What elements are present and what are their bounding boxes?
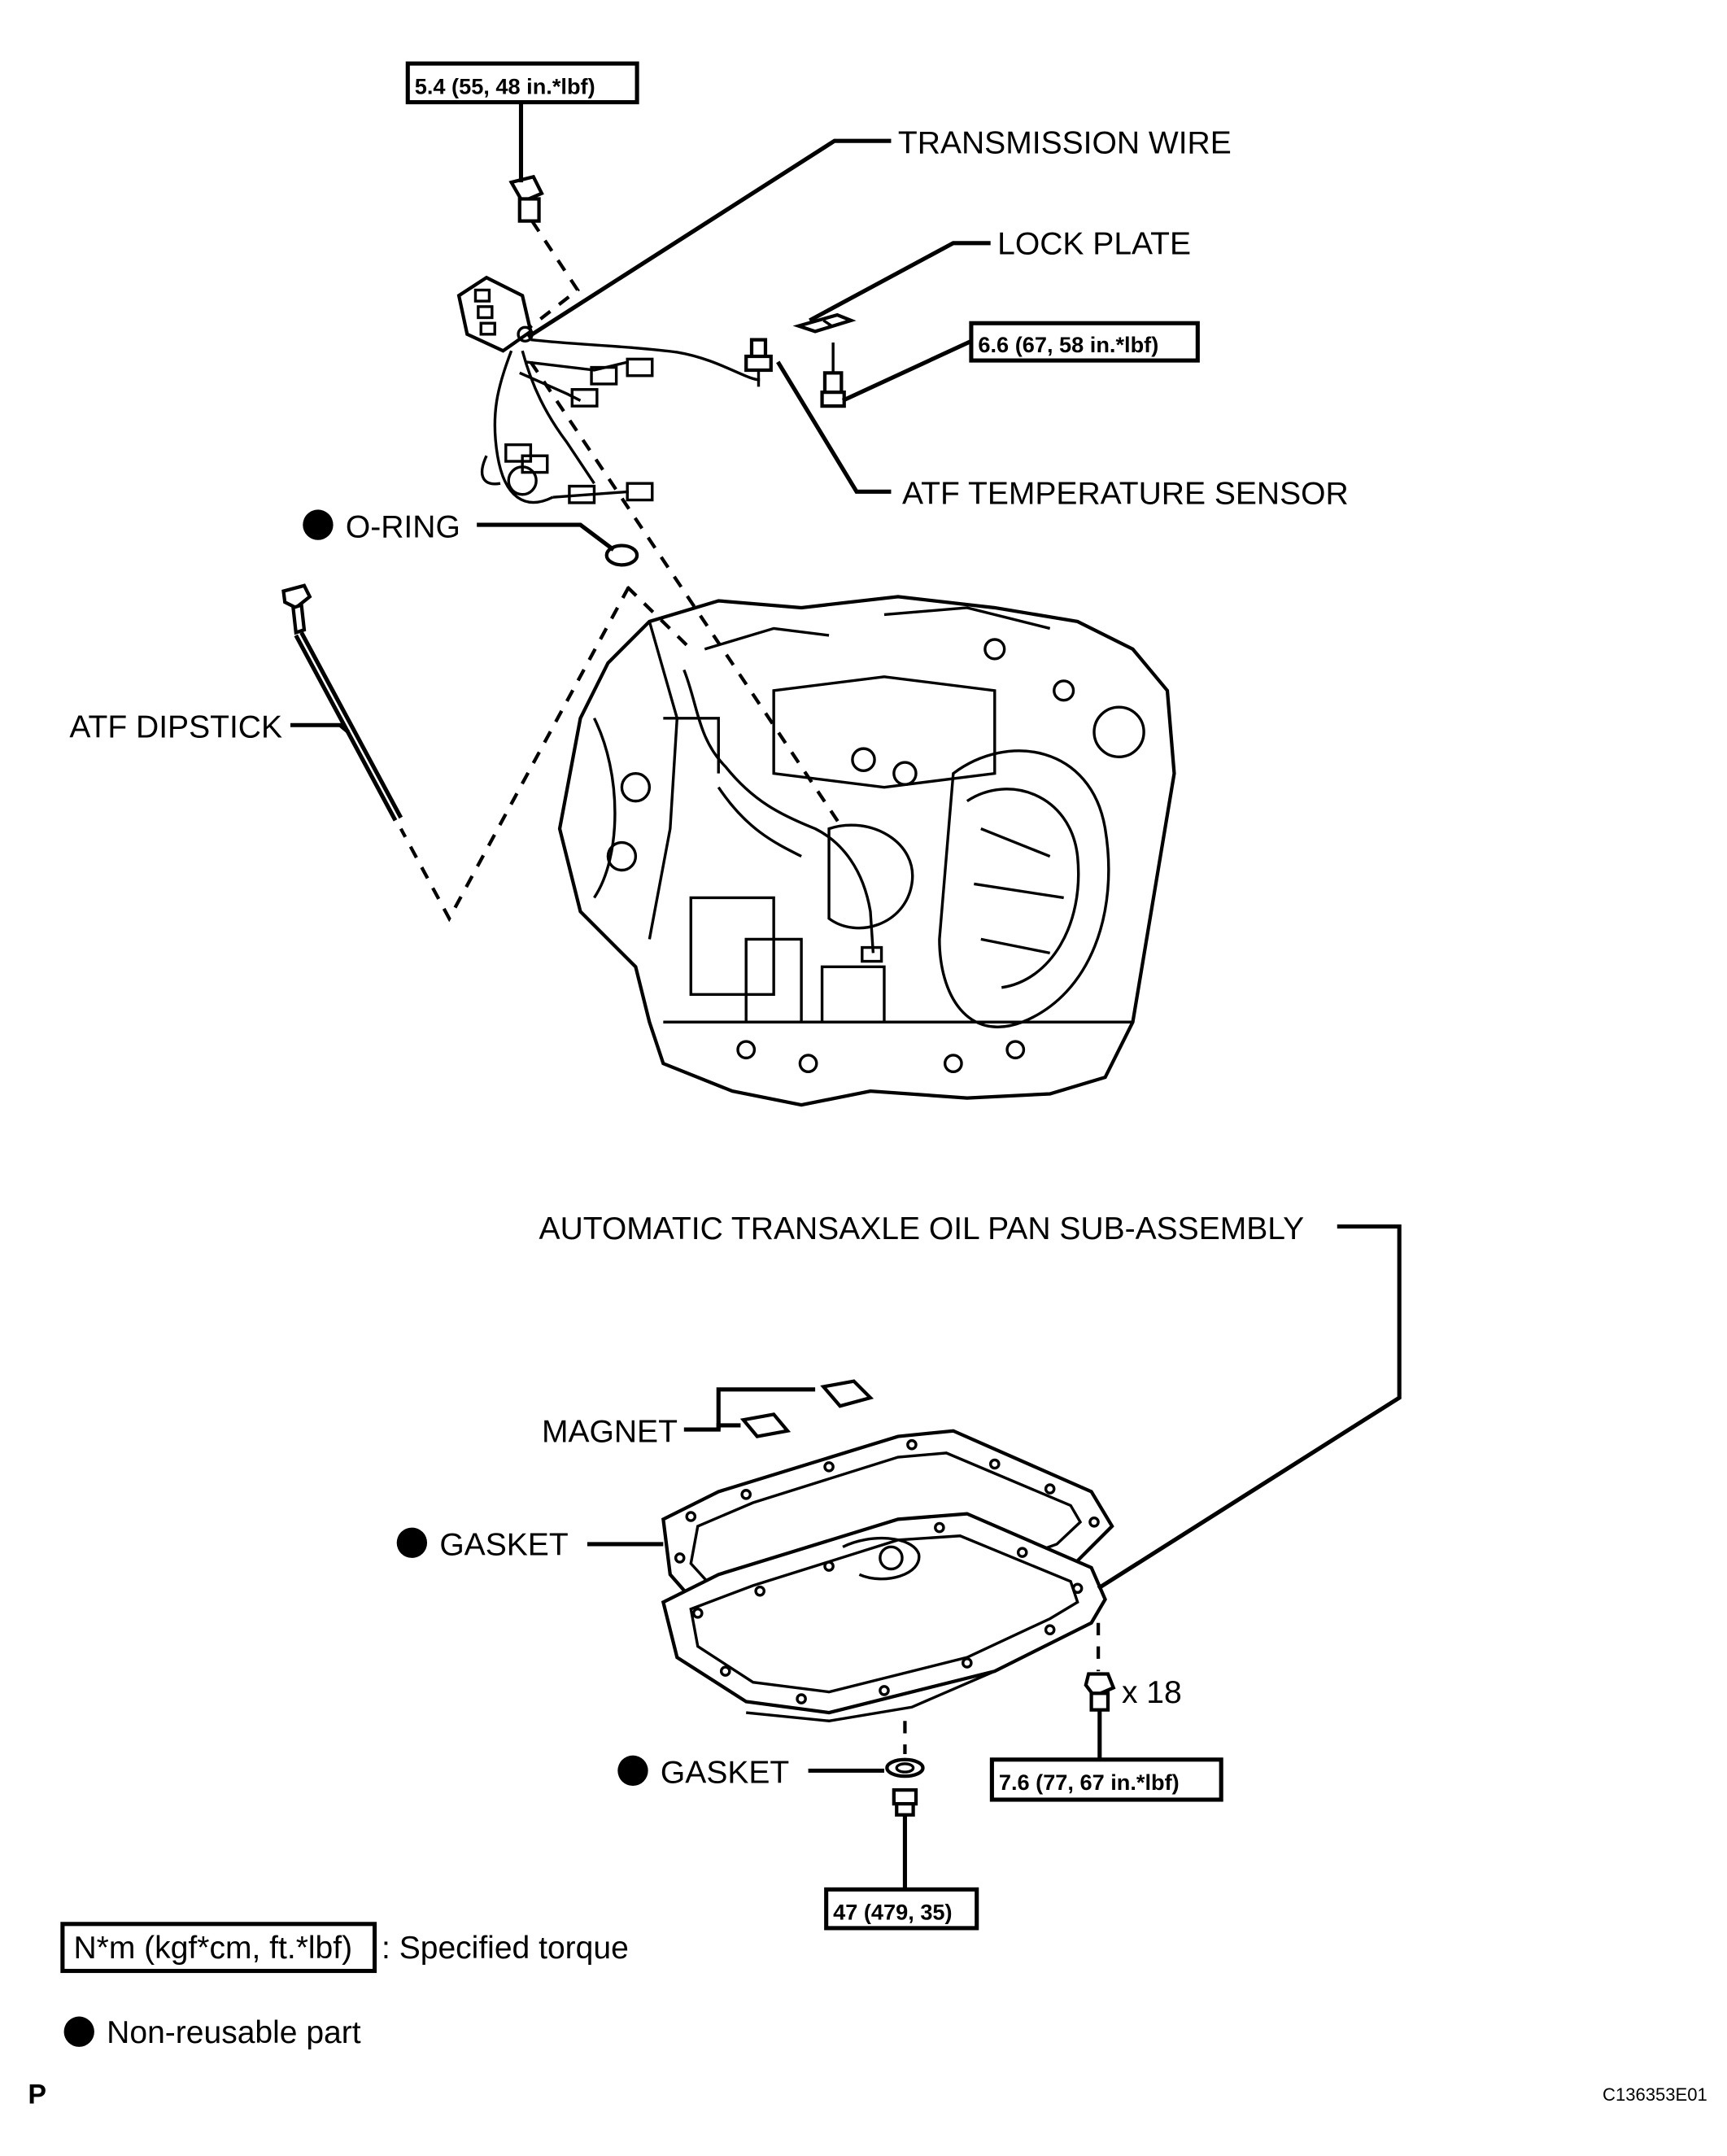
label-gasket-drain: GASKET bbox=[661, 1756, 789, 1791]
legend-torque-desc: : Specified torque bbox=[382, 1931, 629, 1966]
leader-lines bbox=[290, 102, 1402, 1890]
lock-plate-part bbox=[792, 312, 857, 334]
torque-wire-bolt: 5.4 (55, 48 in.*lbf) bbox=[405, 61, 639, 105]
figure-code: C136353E01 bbox=[1603, 2084, 1707, 2105]
pan-bolt bbox=[1084, 1622, 1116, 1712]
label-lock-plate: LOCK PLATE bbox=[997, 226, 1191, 261]
drain-plug-parts bbox=[885, 1721, 925, 1817]
non-reusable-legend-mark bbox=[63, 2016, 94, 2047]
lock-plate-bolt bbox=[820, 343, 846, 408]
torque-drain-plug: 47 (479, 35) bbox=[824, 1887, 979, 1931]
transaxle-assembly bbox=[557, 595, 1176, 1107]
label-oil-pan: AUTOMATIC TRANSAXLE OIL PAN SUB-ASSEMBLY bbox=[539, 1211, 1305, 1246]
atf-dipstick-part bbox=[281, 583, 403, 822]
label-o-ring: O-RING bbox=[346, 509, 460, 544]
label-gasket-pan: GASKET bbox=[439, 1528, 568, 1563]
label-magnet: MAGNET bbox=[542, 1414, 678, 1449]
label-transmission-wire: TRANSMISSION WIRE bbox=[898, 125, 1232, 160]
transmission-wire bbox=[456, 275, 761, 504]
svg-text:6.6 (67, 58 in.*lbf): 6.6 (67, 58 in.*lbf) bbox=[978, 332, 1158, 357]
o-ring-part bbox=[604, 543, 639, 567]
svg-text:47 (479, 35): 47 (479, 35) bbox=[833, 1900, 952, 1925]
non-reusable-mark-o-ring bbox=[303, 509, 334, 540]
non-reusable-mark-gasket-pan bbox=[396, 1527, 428, 1558]
torque-pan-bolt: 7.6 (77, 67 in.*lbf) bbox=[989, 1757, 1223, 1802]
label-atf-temperature-sensor: ATF TEMPERATURE SENSOR bbox=[902, 477, 1349, 512]
magnet-part-2 bbox=[739, 1412, 792, 1438]
magnet-part-1 bbox=[820, 1379, 874, 1408]
legend-non-reusable: Non-reusable part bbox=[63, 2015, 361, 2050]
legend-torque: N*m (kgf*cm, ft.*lbf) : Specified torque bbox=[60, 1922, 629, 1974]
legend-torque-units: N*m (kgf*cm, ft.*lbf) bbox=[73, 1931, 352, 1966]
label-bolt-count: x 18 bbox=[1122, 1675, 1182, 1710]
atf-temperature-sensor-part bbox=[744, 338, 773, 387]
oil-pan bbox=[661, 1512, 1107, 1722]
label-atf-dipstick: ATF DIPSTICK bbox=[69, 710, 282, 745]
non-reusable-mark-gasket-drain bbox=[617, 1755, 648, 1787]
legend-non-reusable-text: Non-reusable part bbox=[107, 2015, 361, 2050]
page-mark: P bbox=[28, 2079, 46, 2110]
torque-lock-plate-bolt: 6.6 (67, 58 in.*lbf) bbox=[969, 321, 1200, 363]
svg-text:5.4 (55, 48 in.*lbf): 5.4 (55, 48 in.*lbf) bbox=[415, 73, 595, 98]
svg-text:7.6 (77, 67 in.*lbf): 7.6 (77, 67 in.*lbf) bbox=[999, 1770, 1180, 1795]
wire-bolt bbox=[508, 174, 544, 223]
